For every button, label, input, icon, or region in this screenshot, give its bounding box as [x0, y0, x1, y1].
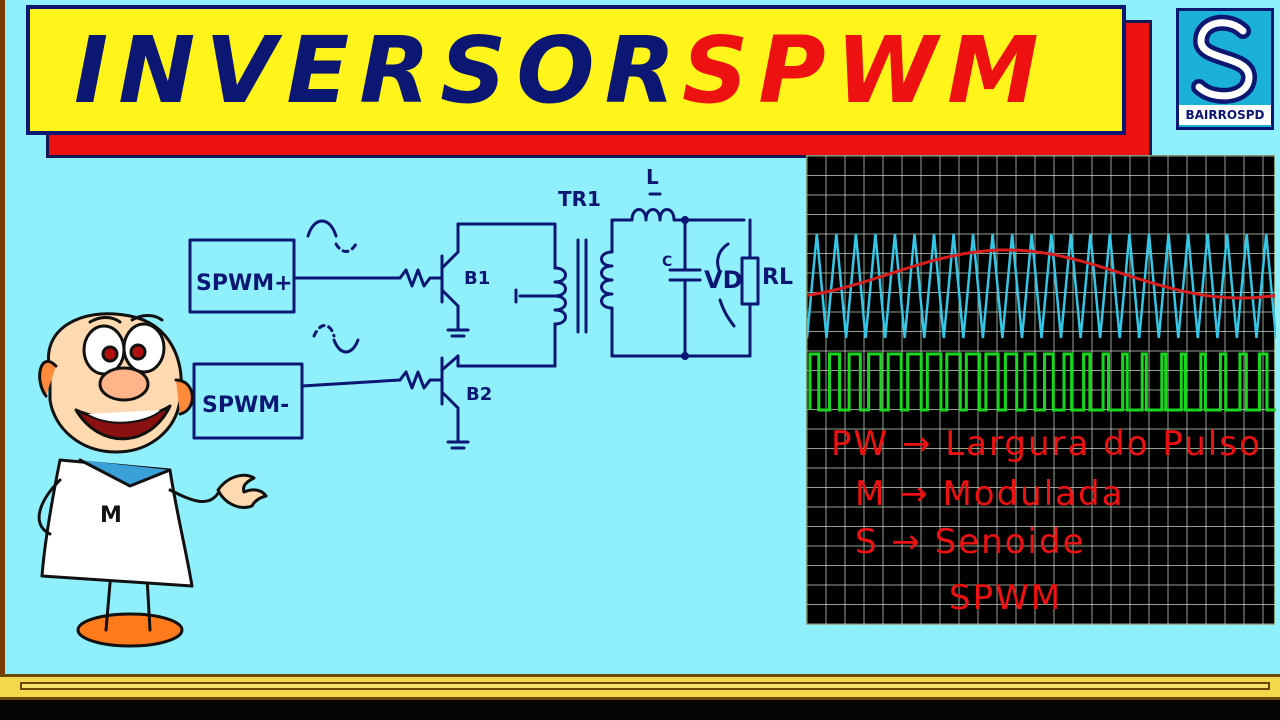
logo-brand-text: BAIRROSPD [1179, 105, 1271, 125]
character-hair-left [38, 359, 58, 398]
character-eyebrows [88, 314, 164, 324]
transformer-secondary-coil [600, 250, 614, 310]
capacitor-label: C [662, 254, 672, 270]
character-nose [98, 366, 150, 402]
pulse-sketch-positive [306, 219, 338, 238]
character-hair-right [174, 378, 194, 416]
character-hand [216, 473, 268, 509]
scientist-cartoon-character: M [37, 312, 268, 648]
note-sinusoid: S → Senoide [855, 522, 1086, 562]
inductor-label: L [646, 165, 659, 189]
svg-text:M: M [100, 503, 122, 528]
transistor-b2-label: B2 [466, 384, 492, 405]
oscilloscope-plot [807, 156, 1276, 626]
inverter-circuit-schematic: SPWM+ SPWM- TR1 L C VD RL B1 B2 [188, 165, 793, 450]
character-arm-left [37, 478, 62, 536]
spwm-pulse-train [808, 352, 1276, 412]
bottom-black-bar [0, 700, 1280, 720]
title-banner: INVERSOR SPWM [26, 5, 1126, 135]
title-accent-text: SPWM [682, 17, 1049, 124]
character-shadow [76, 612, 184, 648]
modulating-sine-wave [807, 248, 1276, 300]
load-resistor [740, 256, 760, 306]
transistor-b1-collector [440, 250, 460, 270]
voltage-arrow-bottom [718, 298, 736, 328]
wire-spwm-negative [300, 378, 402, 388]
transistor-b1-label: B1 [464, 268, 490, 289]
spwm-positive-label: SPWM+ [196, 271, 293, 296]
note-modulated: M → Modulada [855, 474, 1125, 514]
transistor-b2-emitter [440, 390, 460, 410]
title-main-text: INVERSOR [74, 17, 686, 124]
transformer-primary-coil [553, 266, 567, 326]
pulse-sketch-negative [312, 324, 336, 338]
spwm-negative-block [192, 362, 304, 440]
channel-logo: BAIRROSPD [1176, 8, 1274, 130]
spwm-negative-label: SPWM- [202, 393, 289, 418]
logo-s-icon [1191, 14, 1258, 104]
load-label: RL [762, 265, 793, 290]
transistor-b1-emitter [440, 288, 460, 308]
floor-board [20, 682, 1270, 690]
note-spwm: SPWM [949, 578, 1063, 618]
voltage-arrow-top [716, 242, 730, 274]
oscilloscope-screen: PW → Largura do Pulso M → Modulada S → S… [806, 155, 1276, 626]
transformer-label: TR1 [558, 187, 601, 211]
output-inductor [610, 208, 746, 222]
character-arm-right [168, 488, 222, 504]
circuit-dots [681, 216, 689, 360]
transistor-b2-collector [440, 354, 460, 372]
spwm-positive-block [188, 238, 296, 314]
output-voltage-label: VD [704, 266, 743, 294]
left-frame-edge [0, 0, 5, 720]
base-resistor-2 [398, 370, 444, 390]
character-coat [40, 458, 194, 588]
note-pulse-width: PW → Largura do Pulso [831, 424, 1262, 464]
base-resistor-1 [398, 268, 444, 288]
character-collar [78, 458, 172, 488]
triangle-carrier-wave [807, 233, 1276, 339]
